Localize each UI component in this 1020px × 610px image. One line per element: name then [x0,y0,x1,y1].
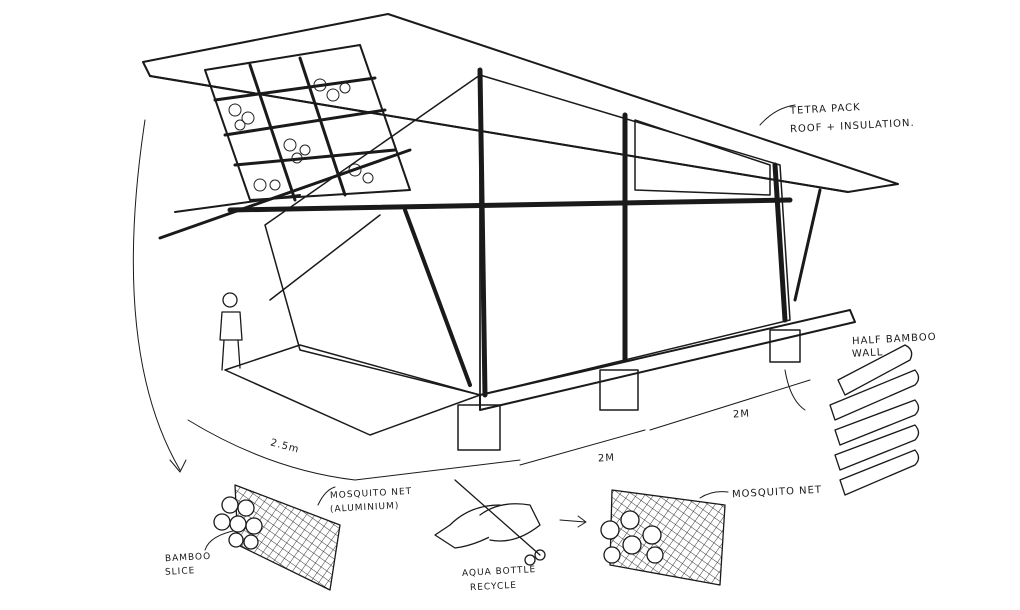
dimension-length-front: 2M [597,452,616,465]
roof [142,13,899,193]
label-bottle-line2: RECYCLE [469,580,518,594]
dimension-length-back: 2M [732,408,751,421]
half-bamboo-detail [829,344,920,496]
dimension-lines [132,104,811,551]
net-bottle-detail [600,489,726,586]
person-figure [219,292,243,371]
bamboo-slice-detail [213,484,341,591]
bottle-detail [434,479,546,566]
bottle-window [158,44,412,240]
label-bamboo-slice-line1: BAMBOO [164,551,212,565]
label-bamboo-slice-line2: SLICE [164,566,196,578]
walls [227,67,822,398]
deck [224,309,856,451]
label-wall-line2: WALL [851,347,884,360]
